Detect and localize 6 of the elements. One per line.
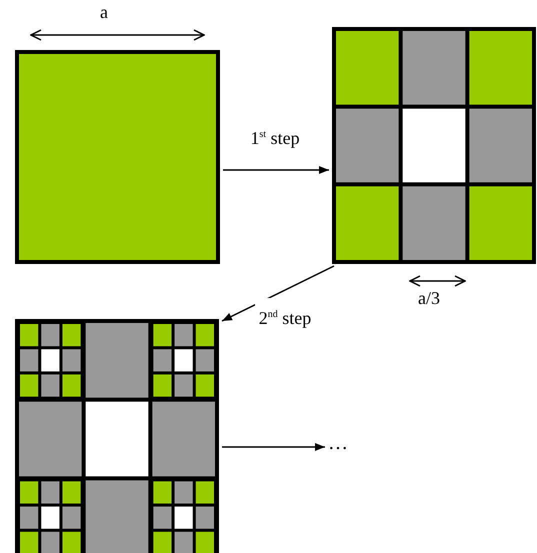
dimension-label: a bbox=[100, 2, 108, 23]
arrow bbox=[223, 166, 329, 174]
arrow bbox=[222, 265, 334, 322]
ellipsis-text: … bbox=[328, 432, 348, 454]
dimension-label: a/3 bbox=[418, 288, 440, 309]
arrow bbox=[222, 443, 325, 451]
